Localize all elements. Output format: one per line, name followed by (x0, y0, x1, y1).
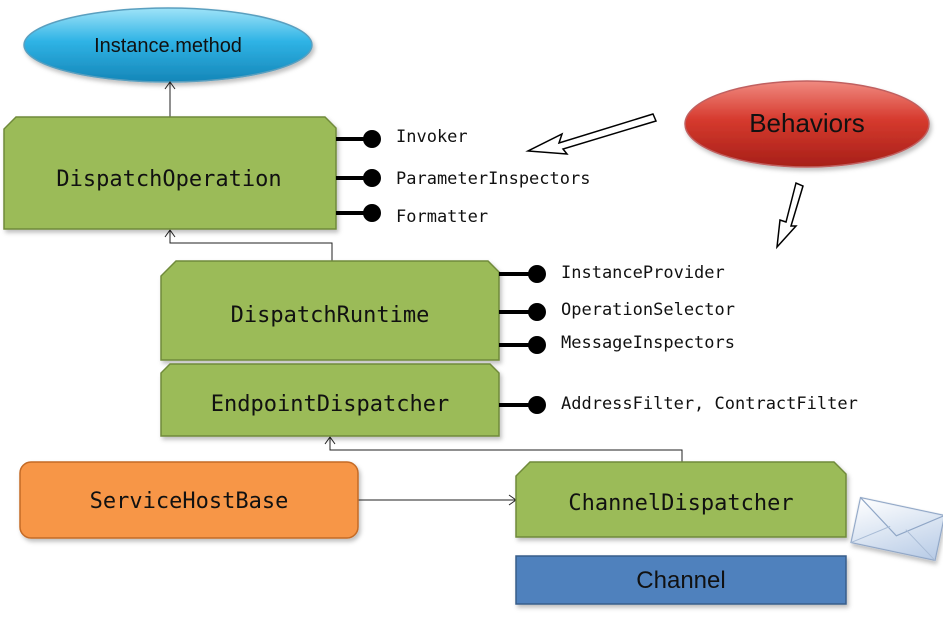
channel-box: Channel (515, 555, 847, 605)
instance-method-node: Instance.method (23, 7, 313, 83)
extension-invoker: Invoker (336, 127, 468, 148)
arrow-host-to-channel-dispatcher (358, 494, 517, 506)
extension-message-inspectors: MessageInspectors (499, 333, 735, 354)
lollipop-dot (363, 130, 381, 148)
behaviors-arrow-to-operation (525, 113, 658, 155)
extension-instance-provider: InstanceProvider (499, 263, 725, 283)
lollipop-dot (528, 396, 546, 414)
extension-label: Formatter (396, 207, 488, 227)
extension-label: InstanceProvider (561, 263, 725, 283)
extension-address-contract-filter: AddressFilter, ContractFilter (499, 394, 858, 414)
dispatch-runtime-box: DispatchRuntime (160, 260, 500, 361)
extension-label: Invoker (396, 127, 468, 147)
endpoint-dispatcher-extensions: AddressFilter, ContractFilter (499, 394, 858, 414)
arrow-channel-to-endpoint (324, 436, 683, 463)
behaviors-node: Behaviors (684, 80, 930, 168)
channel-dispatcher-box: ChannelDispatcher (515, 461, 847, 538)
dispatch-runtime-label: DispatchRuntime (231, 303, 430, 328)
extension-label: OperationSelector (561, 300, 735, 320)
dispatch-runtime-extensions: InstanceProvider OperationSelector Messa… (499, 263, 735, 354)
arrow-operation-to-instance (164, 81, 176, 117)
dispatch-operation-extensions: Invoker ParameterInspectors Formatter (336, 127, 590, 227)
service-host-base-box: ServiceHostBase (19, 461, 359, 539)
extension-label: MessageInspectors (561, 333, 735, 353)
extension-parameter-inspectors: ParameterInspectors (336, 169, 590, 189)
extension-formatter: Formatter (336, 204, 488, 227)
lollipop-dot (363, 204, 381, 222)
dispatch-operation-box: DispatchOperation (3, 116, 337, 230)
behaviors-label: Behaviors (749, 108, 865, 138)
envelope-icon (850, 496, 943, 562)
behaviors-arrow-to-runtime (775, 181, 804, 250)
lollipop-dot (528, 336, 546, 354)
arrow-runtime-to-operation (164, 229, 333, 262)
endpoint-dispatcher-box: EndpointDispatcher (160, 363, 500, 437)
endpoint-dispatcher-label: EndpointDispatcher (211, 392, 449, 417)
extension-label: AddressFilter, ContractFilter (561, 394, 858, 414)
lollipop-dot (528, 303, 546, 321)
extension-operation-selector: OperationSelector (499, 300, 735, 321)
channel-dispatcher-label: ChannelDispatcher (568, 491, 793, 516)
lollipop-dot (363, 169, 381, 187)
lollipop-dot (528, 265, 546, 283)
instance-method-label: Instance.method (94, 35, 242, 57)
channel-label: Channel (636, 567, 725, 594)
extension-label: ParameterInspectors (396, 169, 590, 189)
dispatch-operation-label: DispatchOperation (56, 167, 281, 192)
service-host-base-label: ServiceHostBase (90, 489, 289, 514)
